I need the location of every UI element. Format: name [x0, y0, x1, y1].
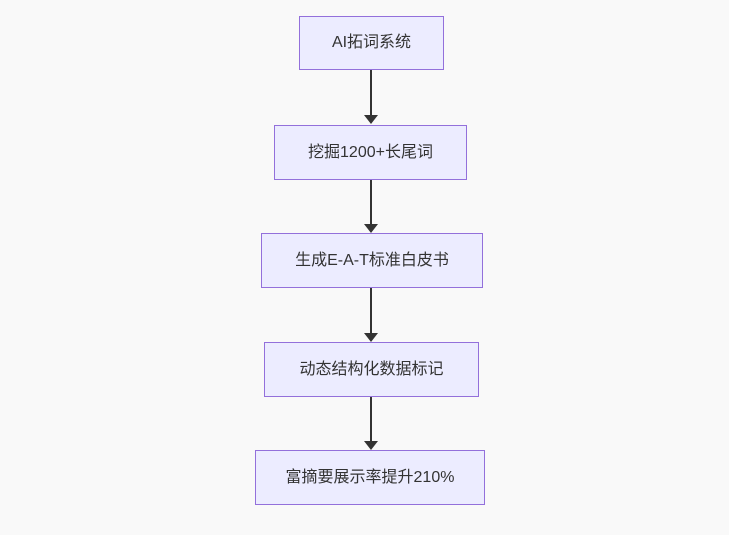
flow-arrow-3	[364, 288, 378, 342]
flow-node-rich-snippet-result: 富摘要展示率提升210%	[255, 450, 485, 505]
arrow-line	[370, 70, 372, 116]
flow-arrow-4	[364, 397, 378, 450]
flow-node-structured-data-markup: 动态结构化数据标记	[264, 342, 479, 397]
flow-node-longtail-mining: 挖掘1200+长尾词	[274, 125, 467, 180]
flow-node-eat-whitepaper: 生成E-A-T标准白皮书	[261, 233, 483, 288]
arrow-head-icon	[364, 333, 378, 342]
arrow-head-icon	[364, 224, 378, 233]
flow-node-label: 富摘要展示率提升210%	[285, 468, 455, 486]
flow-node-ai-keyword-system: AI拓词系统	[299, 16, 444, 70]
arrow-line	[370, 180, 372, 225]
flow-node-label: 挖掘1200+长尾词	[308, 143, 433, 161]
arrow-head-icon	[364, 115, 378, 124]
flow-arrow-1	[364, 70, 378, 124]
arrow-line	[370, 397, 372, 442]
flow-node-label: AI拓词系统	[331, 34, 412, 52]
flow-node-label: 生成E-A-T标准白皮书	[295, 251, 449, 269]
arrow-head-icon	[364, 441, 378, 450]
flow-node-label: 动态结构化数据标记	[299, 360, 444, 378]
arrow-line	[370, 288, 372, 334]
flow-arrow-2	[364, 180, 378, 233]
